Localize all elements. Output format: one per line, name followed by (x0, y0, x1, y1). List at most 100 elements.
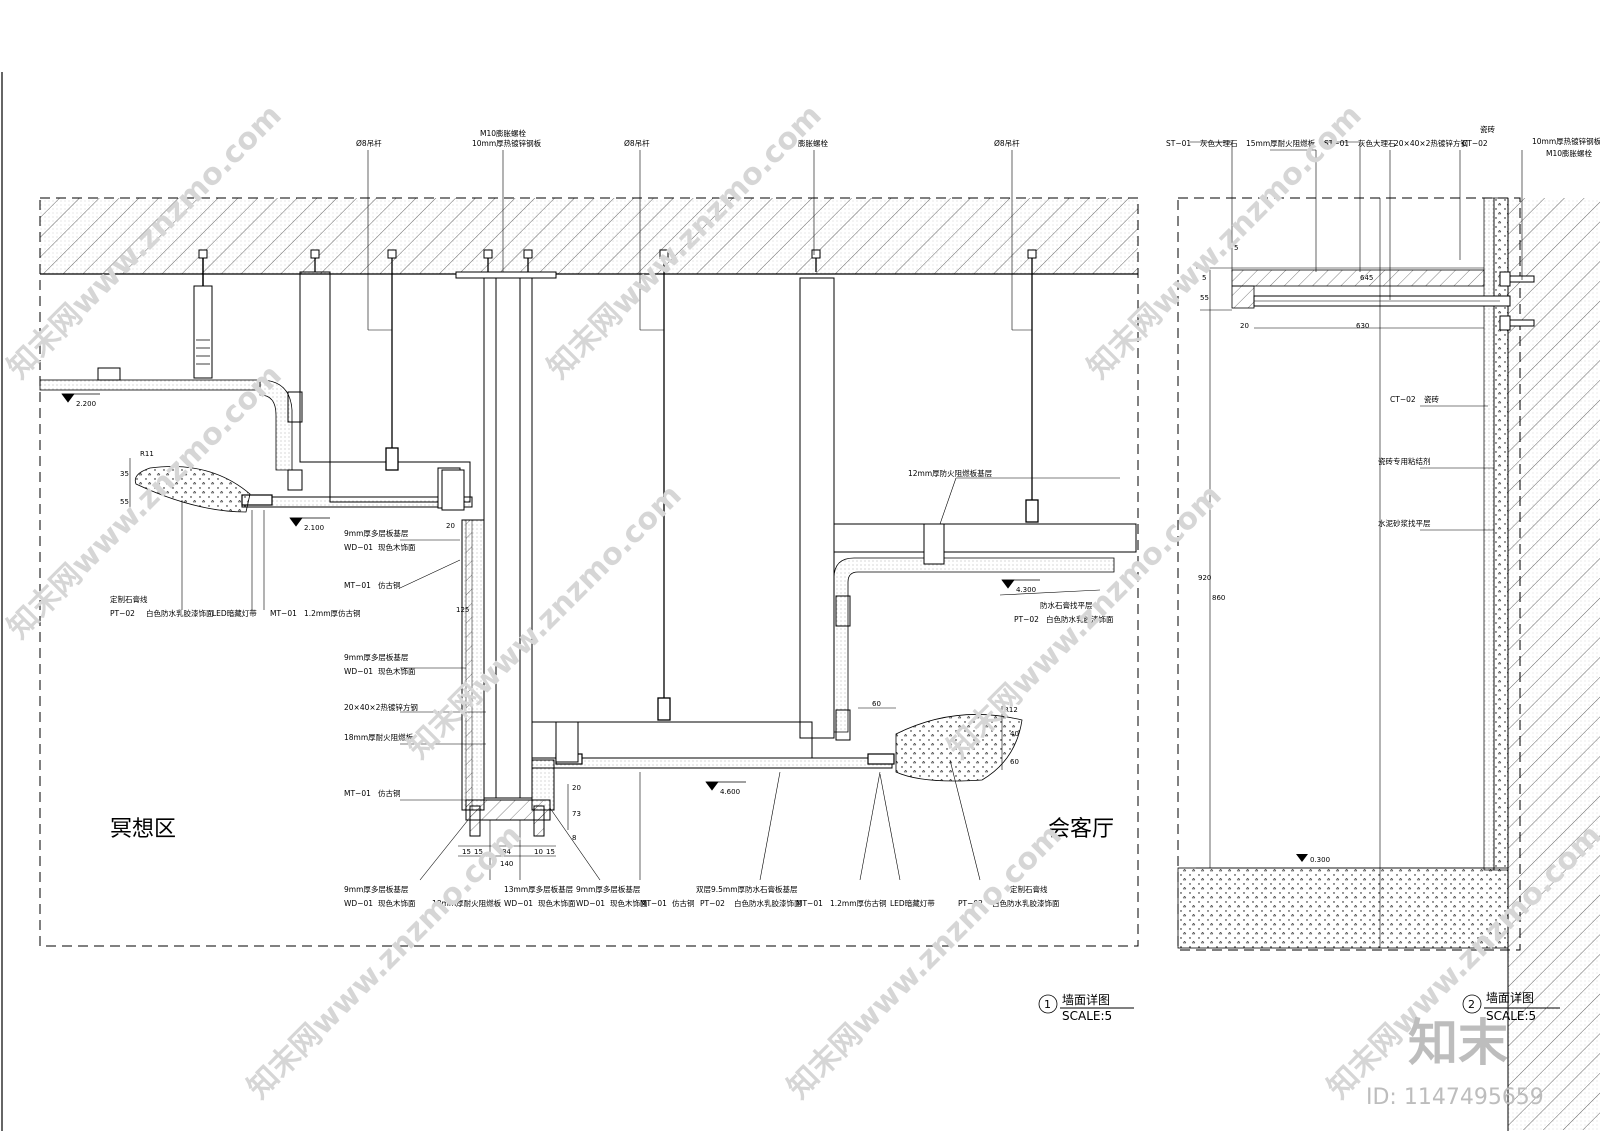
label-b5-code: MT−01 (640, 899, 667, 908)
label-pt02-r-desc: 白色防水乳胶漆饰面 (1046, 614, 1114, 624)
label-b1-top: 9mm厚多层板基层 (344, 884, 409, 894)
label-mt01-b-desc: 仿古铜 (378, 580, 401, 590)
label-rod-1: Ø8吊杆 (356, 138, 382, 148)
label-st01-b-code: ST−01 (1324, 139, 1349, 148)
label-st01-a-code: ST−01 (1166, 139, 1191, 148)
steel-plate (455, 271, 557, 279)
drawing-2-labels: ST−01 灰色大理石 15mm厚耐火阻燃板 ST−01 灰色大理石 20×40… (1166, 124, 1600, 528)
level-markers (61, 393, 1040, 791)
label-bolt-2: M10膨胀螺栓 (1546, 148, 1593, 158)
label-cement: 水泥砂浆找平层 (1378, 518, 1431, 528)
label-adhesive: 瓷砖专用粘结剂 (1378, 456, 1431, 466)
dim2-55: 55 (1200, 294, 1209, 302)
dimension-lines (129, 458, 1003, 857)
left-labels: 定制石膏线 PT−02 白色防水乳胶漆饰面 LED暗藏灯带 MT−01 1.2m… (110, 528, 418, 798)
label-wd01-b-code: WD−01 (344, 667, 373, 676)
dim-8: 8 (572, 834, 576, 842)
label-b3-top: 13mm厚多层板基层 (504, 884, 574, 894)
label-mt01-b-code: MT−01 (344, 581, 371, 590)
label-st01-b-desc: 灰色大理石 (1358, 138, 1396, 148)
label-mt01-desc: 1.2mm厚仿古铜 (304, 608, 361, 618)
watermark-5: 知末网www.znzmo.com (401, 478, 689, 766)
dim2-5: 5 (1234, 244, 1238, 252)
top-labels: Ø8吊杆 M10膨胀螺栓 10mm厚热镀锌钢板 Ø8吊杆 膨胀螺栓 Ø8吊杆 (356, 128, 1020, 148)
drawing-2-title: 墙面详图 (1486, 990, 1534, 1005)
area-right-label: 会客厅 (1048, 817, 1114, 842)
left-ceiling (39, 255, 473, 513)
dim-20: 20 (446, 522, 455, 530)
floor-slab (1177, 867, 1509, 949)
label-steel-plate: 10mm厚热镀锌钢板 (472, 138, 542, 148)
label-b2: 18mm厚耐火阻燃板 (432, 898, 502, 908)
watermark-7: 知末网www.znzmo.com (241, 818, 529, 1106)
label-ct02-b-code: CT−02 (1390, 395, 1416, 404)
label-b1-desc: 现色木饰面 (378, 898, 416, 908)
label-plywood-b: 9mm厚多层板基层 (344, 652, 409, 662)
label-st01-a-desc: 灰色大理石 (1200, 138, 1238, 148)
dim-b15b: 15 (474, 848, 483, 856)
drawing-2-border (1177, 197, 1521, 951)
level-texts: 2.200 2.100 4.300 4.600 (76, 400, 1036, 796)
drawing-2-title-block: 2 墙面详图 SCALE:5 (1462, 990, 1560, 1023)
dim2-20: 20 (1240, 322, 1249, 330)
right-labels: 12mm厚防火阻燃板基层 防水石膏找平层 PT−02 白色防水乳胶漆饰面 (908, 468, 1114, 624)
dim2-5b: 5 (1202, 274, 1206, 282)
dim-55: 55 (120, 498, 129, 506)
drawing-1-scale: SCALE:5 (1062, 1009, 1112, 1023)
dim-b84: 84 (502, 848, 511, 856)
label-led: LED暗藏灯带 (212, 608, 257, 618)
label-b1-code: WD−01 (344, 899, 373, 908)
label-b3-desc: 现色木饰面 (538, 898, 576, 908)
dim-125: 125 (456, 606, 469, 614)
label-mt01-c-desc: 仿古铜 (378, 788, 401, 798)
label-b4-desc: 现色木饰面 (610, 898, 648, 908)
brand-mark: 知末 ID: 1147495659 (1366, 1014, 1544, 1110)
dimension-texts: R11 35 55 20 125 60 R12 40 60 73 8 20 15… (120, 450, 1019, 868)
label-plywood-a: 9mm厚多层板基层 (344, 528, 409, 538)
label-b6-top: 双层9.5mm厚防水石膏板基层 (696, 884, 798, 894)
label-rod-2: Ø8吊杆 (624, 138, 650, 148)
label-pt02-code: PT−02 (110, 609, 135, 618)
label-mt01-code: MT−01 (270, 609, 297, 618)
right-ceiling (441, 277, 1137, 782)
dim2-920: 920 (1198, 574, 1211, 582)
level-4300: 4.300 (1016, 586, 1036, 594)
drawing-2-scale: SCALE:5 (1486, 1009, 1536, 1023)
leader-lines (181, 150, 1120, 881)
dim2-645: 645 (1360, 274, 1373, 282)
label-b8: LED暗藏灯带 (890, 898, 935, 908)
label-steel-10: 10mm厚热镀锌钢板 (1532, 136, 1600, 146)
marble-shelf (1231, 269, 1485, 287)
watermark-6: 知末网www.znzmo.com (941, 478, 1229, 766)
label-fireboard-12: 12mm厚防火阻燃板基层 (908, 468, 993, 478)
dim2-860: 860 (1212, 594, 1225, 602)
label-b6-code: PT−02 (700, 899, 725, 908)
dim-b10: 10 (534, 848, 543, 856)
drawing-1-title: 墙面详图 (1062, 992, 1110, 1007)
dim-b15c: 15 (546, 848, 555, 856)
dim-20b: 20 (572, 784, 581, 792)
label-expansion-bolt: 膨胀螺栓 (798, 138, 828, 148)
dim-40: 40 (1010, 730, 1019, 738)
level-2100: 2.100 (304, 524, 324, 532)
brand-logo: 知末 (1408, 1014, 1508, 1072)
drawing-2-dims: 645 630 5 55 5 20 920 860 0.300 (1198, 244, 1373, 864)
level-2200: 2.200 (76, 400, 96, 408)
dim-60a: 60 (872, 700, 881, 708)
dim2-630: 630 (1356, 322, 1369, 330)
label-b9-code: PT−02 (958, 899, 983, 908)
watermark-8: 知末网www.znzmo.com (781, 818, 1069, 1106)
label-b9-top: 定制石膏线 (1010, 884, 1048, 894)
drawing-2-number: 2 (1468, 998, 1475, 1011)
label-steel-tube: 20×40×2热镀锌方钢 (344, 702, 418, 712)
label-bolt: M10膨胀螺栓 (480, 128, 527, 138)
label-ct02-code: CT−02 (1462, 139, 1488, 148)
label-brick: 瓷砖 (1480, 124, 1496, 134)
level-0300: 0.300 (1310, 856, 1330, 864)
drawing-2: ST−01 灰色大理石 15mm厚耐火阻燃板 ST−01 灰色大理石 20×40… (1166, 124, 1600, 1131)
dim-73: 73 (572, 810, 581, 818)
dim-35: 35 (120, 470, 129, 478)
label-b4-code: WD−01 (576, 899, 605, 908)
label-fireboard: 18mm厚耐火阻燃板 (344, 732, 414, 742)
